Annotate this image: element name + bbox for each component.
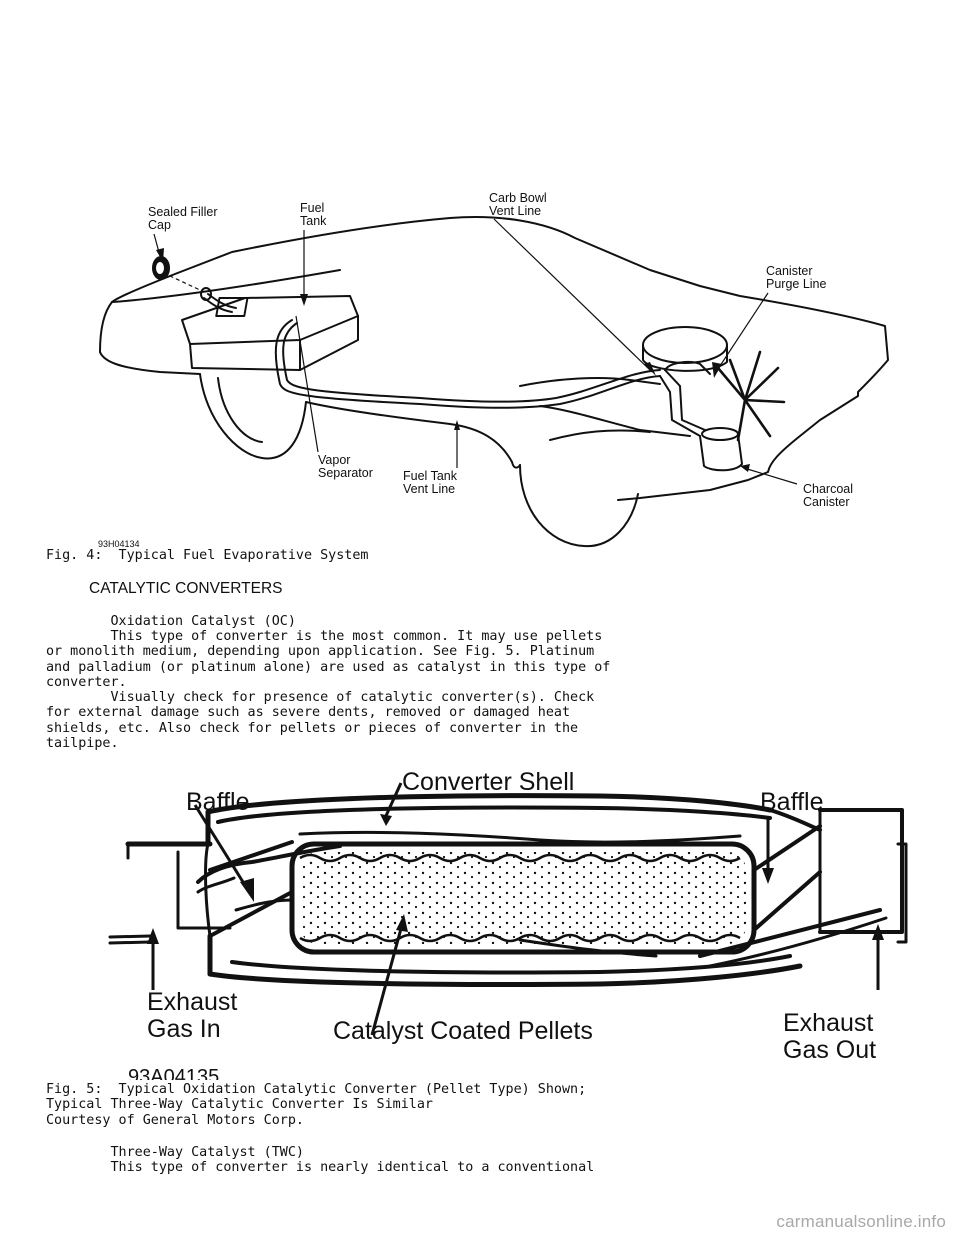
label-catalyst-coated-pellets: Catalyst Coated Pellets [333, 1017, 593, 1045]
figure5-code: 93A04135 [128, 1066, 219, 1080]
label-sealed-filler-cap-1: Sealed Filler [148, 205, 217, 219]
label-exhaust-gas-in-2: Gas In [147, 1015, 221, 1043]
label-converter-shell: Converter Shell [402, 768, 574, 796]
oc-paragraph-1: This type of converter is the most commo… [46, 629, 611, 690]
label-vapor-separator-1: Vapor [318, 453, 350, 467]
label-fuel-tank-1: Fuel [300, 201, 324, 215]
label-sealed-filler-cap-2: Cap [148, 218, 171, 232]
oc-subheading: Oxidation Catalyst (OC) [46, 614, 296, 629]
twc-paragraph-1: This type of converter is nearly identic… [46, 1160, 595, 1175]
label-canister-purge-line-2: Purge Line [766, 277, 827, 291]
figure4-caption: Fig. 4: Typical Fuel Evaporative System [46, 548, 369, 563]
figure4-code: 93H04134 [98, 539, 140, 549]
label-carb-bowl-vent-line-2: Vent Line [489, 204, 541, 218]
oc-paragraph-2: Visually check for presence of catalytic… [46, 690, 595, 751]
label-canister-purge-line-1: Canister [766, 264, 813, 278]
watermark: carmanualsonline.info [776, 1212, 946, 1231]
label-fuel-tank-vent-line-1: Fuel Tank [403, 469, 458, 483]
label-exhaust-gas-in-1: Exhaust [147, 988, 237, 1016]
label-fuel-tank-vent-line-2: Vent Line [403, 482, 455, 496]
label-baffle-right: Baffle [760, 788, 823, 816]
label-exhaust-gas-out-1: Exhaust [783, 1009, 873, 1037]
section-heading: CATALYTIC CONVERTERS [89, 580, 283, 597]
label-charcoal-canister-1: Charcoal [803, 482, 853, 496]
label-vapor-separator-2: Separator [318, 466, 373, 480]
figure5-caption: Fig. 5: Typical Oxidation Catalytic Conv… [46, 1082, 587, 1128]
twc-subheading: Three-Way Catalyst (TWC) [46, 1145, 304, 1160]
label-carb-bowl-vent-line-1: Carb Bowl [489, 191, 547, 205]
label-charcoal-canister-2: Canister [803, 495, 850, 509]
label-fuel-tank-2: Tank [300, 214, 327, 228]
label-baffle-left: Baffle [186, 788, 249, 816]
label-exhaust-gas-out-2: Gas Out [783, 1036, 876, 1064]
